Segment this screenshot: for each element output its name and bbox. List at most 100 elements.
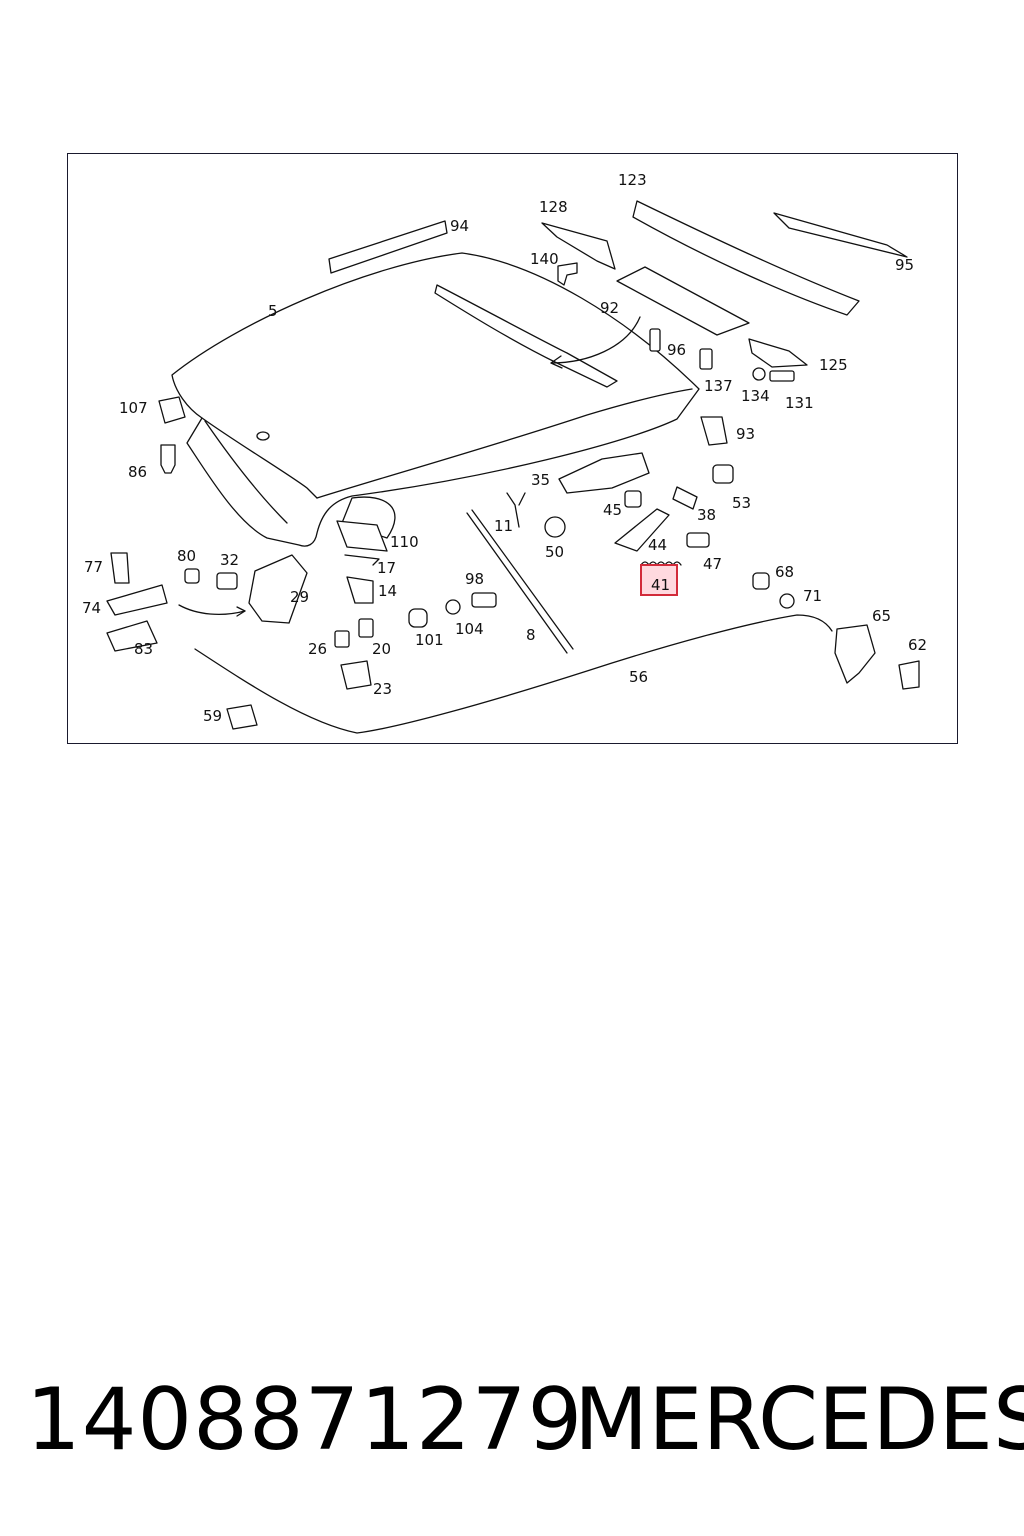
callout-131: 131	[785, 394, 814, 412]
callout-32: 32	[220, 551, 239, 569]
bracket-14	[346, 576, 374, 604]
bolt-47	[686, 532, 710, 548]
callout-44: 44	[648, 536, 667, 554]
sleeve-38	[672, 486, 698, 510]
clip-140	[557, 262, 578, 286]
spring-11	[506, 492, 526, 528]
callout-137: 137	[704, 377, 733, 395]
callout-14: 14	[378, 582, 397, 600]
bolt-32	[216, 572, 238, 590]
bracket-23	[340, 660, 372, 690]
bracket-110	[336, 520, 388, 552]
callout-35: 35	[531, 471, 550, 489]
bushing-80	[184, 568, 200, 584]
callout-86: 86	[128, 463, 147, 481]
arrowhead-74	[236, 606, 246, 617]
callout-20: 20	[372, 640, 391, 658]
callout-29: 29	[290, 588, 309, 606]
bolt-131	[769, 370, 795, 382]
callout-56: 56	[629, 668, 648, 686]
part-number: 1408871279	[26, 1370, 584, 1470]
callout-83: 83	[134, 640, 153, 658]
callout-45: 45	[603, 501, 622, 519]
callout-93: 93	[736, 425, 755, 443]
callout-104: 104	[455, 620, 484, 638]
callout-8: 8	[526, 626, 536, 644]
bracket-83	[106, 620, 158, 652]
lever-44	[614, 508, 670, 552]
plug-101	[408, 608, 428, 628]
bolt-53	[712, 464, 734, 484]
callout-17: 17	[377, 559, 396, 577]
strip-94	[328, 220, 448, 274]
parts-diagram: 5 94 128 123 140 95 92 96 125 137 134 13…	[82, 171, 927, 734]
callout-96: 96	[667, 341, 686, 359]
nut-104	[445, 599, 461, 615]
clip-137	[699, 348, 713, 370]
callout-110: 110	[390, 533, 419, 551]
callout-53: 53	[732, 494, 751, 512]
callout-140: 140	[530, 250, 559, 268]
callout-41: 41	[651, 576, 670, 594]
bracket-125	[748, 338, 808, 368]
callout-80: 80	[177, 547, 196, 565]
callout-74: 74	[82, 599, 101, 617]
hood-drawing	[171, 252, 700, 547]
handle-65	[834, 624, 876, 684]
diagram-frame	[67, 153, 958, 744]
arrow-92	[550, 316, 641, 364]
callout-95: 95	[895, 256, 914, 274]
callout-128: 128	[539, 198, 568, 216]
hinge-29	[248, 554, 308, 624]
callout-101: 101	[415, 631, 444, 649]
callout-68: 68	[775, 563, 794, 581]
hinge-arm-74	[106, 584, 168, 616]
highlight-box-41	[640, 564, 678, 596]
callout-77: 77	[84, 558, 103, 576]
cable-56	[194, 614, 833, 734]
nut-45	[624, 490, 642, 508]
callout-5: 5	[268, 302, 278, 320]
washer-71	[779, 593, 795, 609]
lock-35	[558, 452, 650, 494]
part-93	[700, 416, 728, 446]
callout-62: 62	[908, 636, 927, 654]
frame-92	[616, 266, 750, 336]
callout-47: 47	[703, 555, 722, 573]
sleeve-98	[471, 592, 497, 608]
callout-94: 94	[450, 217, 469, 235]
callout-65: 65	[872, 607, 891, 625]
arrow-74	[178, 604, 246, 615]
bumper-107	[158, 396, 186, 424]
callout-50: 50	[545, 543, 564, 561]
bolt-26	[334, 630, 350, 648]
grille-95	[773, 212, 908, 258]
callout-38: 38	[697, 506, 716, 524]
callout-23: 23	[373, 680, 392, 698]
callout-125: 125	[819, 356, 848, 374]
seal-123	[632, 200, 860, 316]
strut-8	[466, 509, 574, 654]
clip-17	[344, 554, 380, 566]
screw-20	[358, 618, 374, 638]
clip-59	[226, 704, 258, 730]
screw-68	[752, 572, 770, 590]
callout-123: 123	[618, 171, 647, 189]
washer-134	[752, 367, 766, 381]
arrowhead-92	[550, 355, 563, 369]
stud-86	[160, 444, 176, 474]
callout-59: 59	[203, 707, 222, 725]
callout-71: 71	[803, 587, 822, 605]
callout-26: 26	[308, 640, 327, 658]
footer: 1408871279 MERCEDES	[0, 1365, 1024, 1475]
bracket-128	[541, 222, 616, 270]
clip-96	[649, 328, 661, 352]
gear-50	[544, 516, 566, 538]
callout-107: 107	[119, 399, 148, 417]
clip-77	[110, 552, 130, 584]
brand-name: MERCEDES	[574, 1370, 1024, 1470]
callout-98: 98	[465, 570, 484, 588]
clip-62	[898, 660, 920, 690]
callout-92: 92	[600, 299, 619, 317]
callout-134: 134	[741, 387, 770, 405]
